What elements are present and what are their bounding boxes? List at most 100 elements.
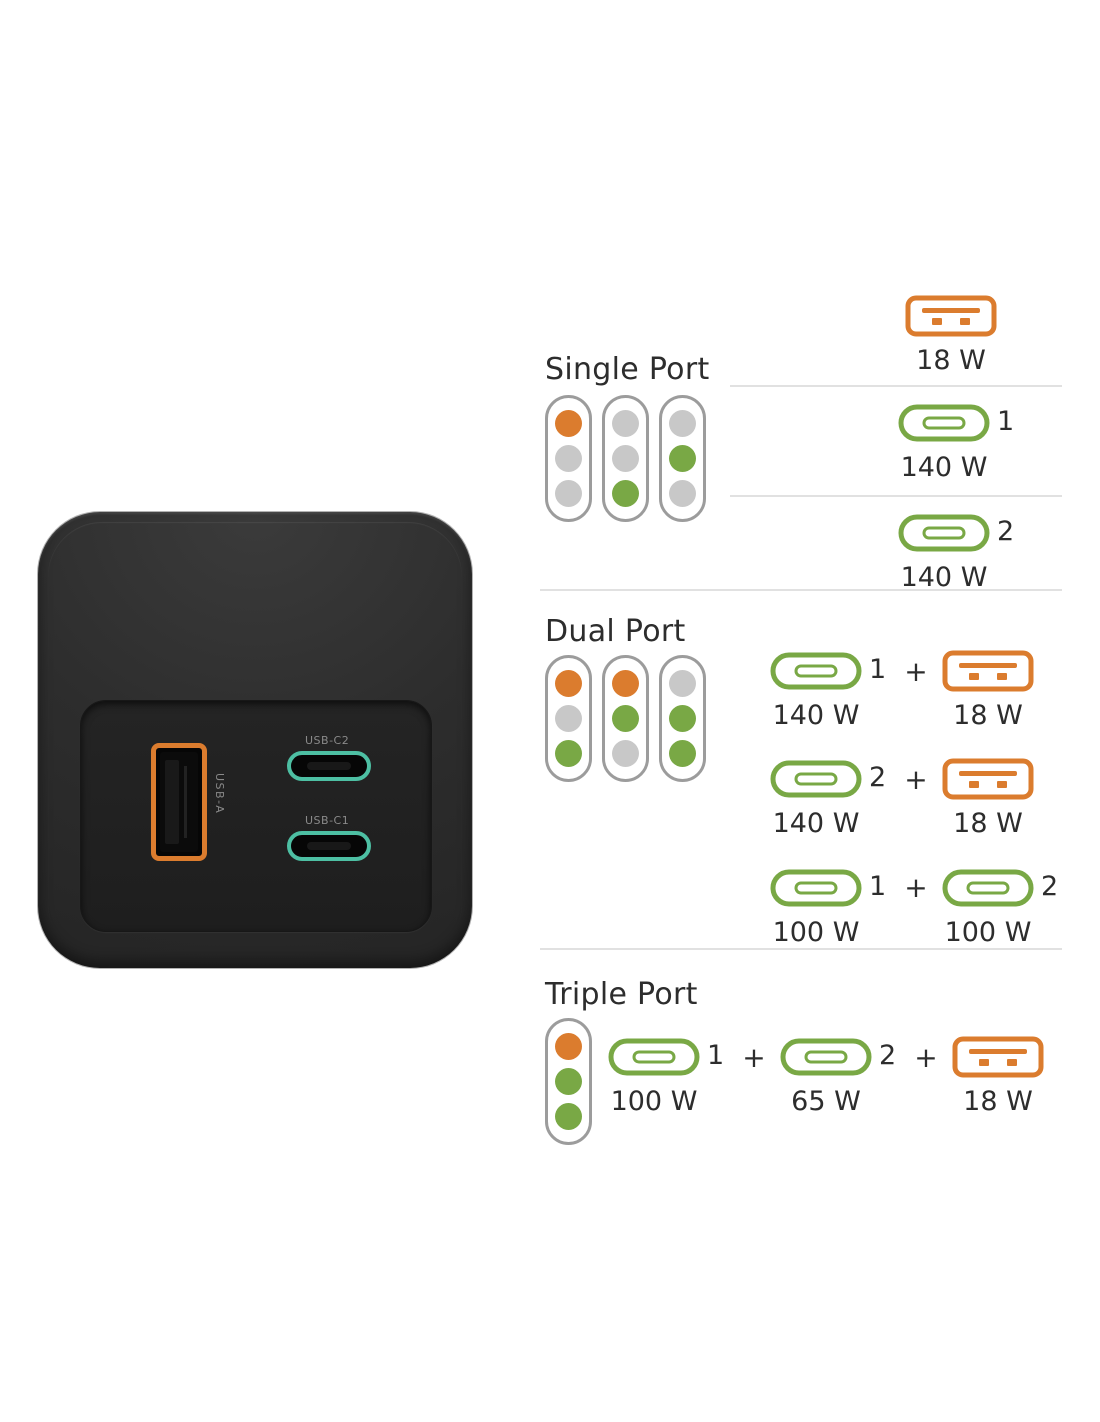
usb-a-icon <box>942 758 1034 800</box>
indicator-dot-green <box>555 1103 582 1130</box>
watt-label: 140 W <box>772 700 860 731</box>
usb-c-icon <box>770 760 862 798</box>
usb-c2-port-label: USB-C2 <box>305 734 350 747</box>
plus-sign: + <box>904 654 928 688</box>
port-number: 1 <box>869 870 887 902</box>
watt-label: 18 W <box>963 1086 1033 1117</box>
dual-port-indicators <box>545 655 706 782</box>
indicator-dot-orange <box>555 670 582 697</box>
watt-label: 140 W <box>900 452 988 484</box>
port-config-usb-c: 2 140 W <box>898 512 1018 594</box>
config-row: 2 140 W +18 W <box>770 758 1062 840</box>
port-config-usb-c: 2 140 W <box>770 758 890 840</box>
watt-label: 65 W <box>791 1086 861 1117</box>
plus-sign: + <box>742 1040 766 1074</box>
port-icon-line: 1 <box>898 402 1018 444</box>
port-number: 2 <box>997 515 1015 547</box>
watt-label: 100 W <box>610 1086 698 1117</box>
usb-c-icon <box>942 869 1034 907</box>
indicator-dot-gray <box>555 445 582 472</box>
indicator-dot-green <box>669 740 696 767</box>
section-title-dual-port: Dual Port <box>545 614 686 649</box>
indicator-dot-orange <box>555 410 582 437</box>
port-icon-line <box>905 295 997 337</box>
port-indicator-pill <box>602 655 649 782</box>
port-icon-line: 1 <box>770 867 890 909</box>
port-config-usb-c: 2 65 W <box>780 1036 900 1118</box>
usb-c2-port <box>287 751 371 781</box>
usb-c-icon <box>780 1038 872 1076</box>
watt-label: 18 W <box>953 700 1023 731</box>
port-config-usb-c: 1 100 W <box>608 1036 728 1118</box>
port-number: 2 <box>869 762 887 794</box>
indicator-dot-gray <box>612 740 639 767</box>
port-indicator-pill <box>659 655 706 782</box>
port-number: 2 <box>879 1040 897 1071</box>
indicator-dot-gray <box>669 670 696 697</box>
plus-sign: + <box>914 1040 938 1074</box>
section-title-triple-port: Triple Port <box>545 977 698 1012</box>
section-divider <box>540 589 1062 591</box>
port-icon-line: 2 <box>780 1036 900 1078</box>
port-number: 2 <box>1041 870 1059 902</box>
port-icon-line: 2 <box>898 512 1018 554</box>
section-divider <box>540 948 1062 950</box>
usb-a-connector <box>160 752 198 852</box>
port-icon-line: 2 <box>770 758 890 800</box>
port-icon-line <box>942 650 1034 692</box>
port-config-usb-a: 18 W <box>942 758 1034 840</box>
usb-c1-port <box>287 831 371 861</box>
indicator-dot-orange <box>555 1033 582 1060</box>
port-config-usb-a: 18 W <box>952 1036 1044 1118</box>
port-indicator-pill <box>602 395 649 522</box>
indicator-dot-gray <box>612 445 639 472</box>
usb-a-port <box>151 743 207 861</box>
usb-c1-slot <box>307 842 351 850</box>
port-config-usb-c: 1 100 W <box>770 867 890 949</box>
watt-label: 18 W <box>953 808 1023 840</box>
port-config-usb-a: 18 W <box>942 650 1034 732</box>
usb-c2-slot <box>307 762 351 770</box>
section-title-single-port: Single Port <box>545 352 710 387</box>
port-indicator-pill <box>545 655 592 782</box>
port-indicator-pill <box>659 395 706 522</box>
watt-label: 140 W <box>772 808 860 840</box>
usb-c-icon <box>898 404 990 442</box>
port-indicator-pill <box>545 395 592 522</box>
divider <box>730 385 1062 388</box>
usb-a-icon <box>942 650 1034 692</box>
indicator-dot-green <box>555 1068 582 1095</box>
port-number: 1 <box>707 1040 725 1071</box>
indicator-dot-green <box>612 705 639 732</box>
indicator-dot-green <box>669 445 696 472</box>
port-config-usb-c: 1 140 W <box>898 402 1018 484</box>
indicator-dot-gray <box>669 480 696 507</box>
usb-a-icon <box>952 1036 1044 1078</box>
config-row: 1 140 W <box>730 387 1062 494</box>
usb-c-icon <box>770 652 862 690</box>
port-icon-line <box>952 1036 1044 1078</box>
usb-a-port-label: USB-A <box>213 773 226 815</box>
watt-label: 100 W <box>772 916 860 948</box>
plus-sign: + <box>904 762 928 796</box>
charger-device: USB-A USB-C2 USB-C1 <box>38 512 472 968</box>
charger-face: USB-A USB-C2 USB-C1 <box>80 700 432 932</box>
single-port-indicators <box>545 395 706 522</box>
usb-c1-port-label: USB-C1 <box>305 814 350 827</box>
config-row: 1 100 W +2 65 W +18 W <box>608 1036 1044 1118</box>
port-icon-line: 2 <box>942 867 1062 909</box>
watt-label: 140 W <box>900 561 988 593</box>
indicator-dot-green <box>612 480 639 507</box>
plus-sign: + <box>904 871 928 905</box>
indicator-dot-gray <box>669 410 696 437</box>
port-icon-line: 1 <box>608 1036 728 1078</box>
indicator-dot-gray <box>555 705 582 732</box>
triple-port-configs: 1 100 W +2 65 W +18 W <box>608 1036 1044 1144</box>
